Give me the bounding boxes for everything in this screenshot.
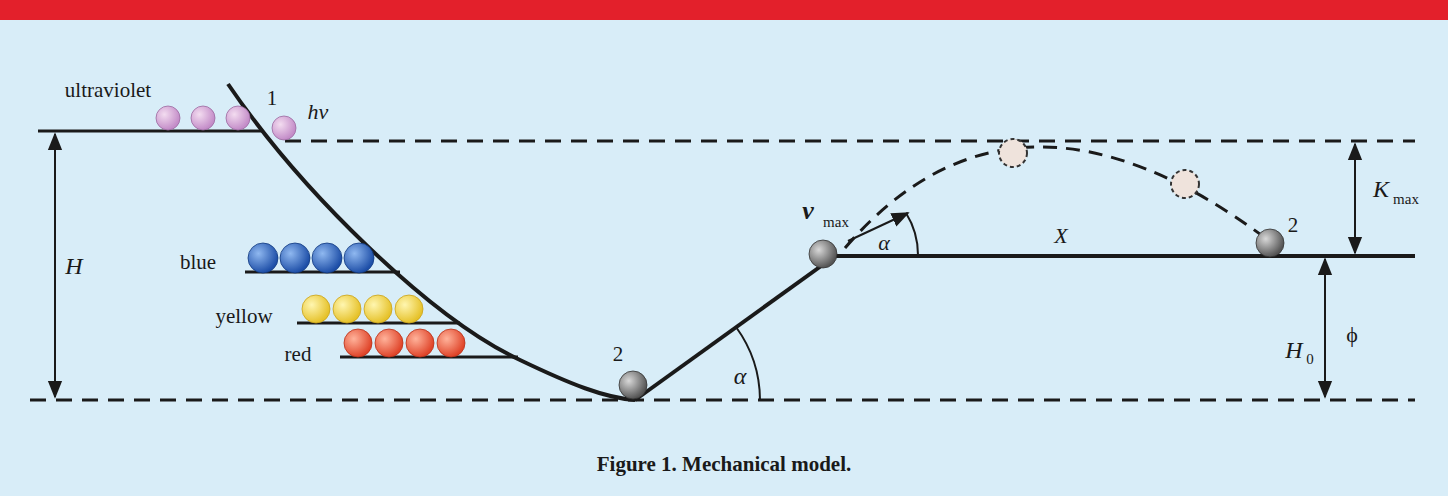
photon-energy: hν: [308, 101, 329, 123]
color-label: blue: [180, 252, 216, 273]
color-label: yellow: [215, 306, 272, 327]
height-symbol: H: [65, 254, 82, 278]
top-bar: [0, 0, 1448, 20]
velocity-symbol: v: [802, 198, 814, 224]
figure-caption: Figure 1. Mechanical model.: [0, 452, 1448, 477]
energy-subscript: max: [1393, 192, 1419, 207]
callout-number: 2: [1288, 215, 1299, 236]
height-symbol: H: [1285, 338, 1302, 362]
work-function-symbol: ϕ: [1346, 324, 1358, 346]
color-label: ultraviolet: [65, 80, 151, 101]
callout-number: 2: [613, 344, 624, 365]
energy-symbol: K: [1373, 177, 1389, 201]
velocity-subscript: max: [823, 215, 849, 230]
angle-symbol: α: [878, 232, 890, 254]
angle-symbol: α: [734, 364, 747, 388]
color-label: red: [285, 344, 312, 365]
callout-number: 1: [267, 88, 278, 109]
height-subscript: 0: [1306, 352, 1314, 367]
distance-symbol: X: [1054, 225, 1067, 247]
